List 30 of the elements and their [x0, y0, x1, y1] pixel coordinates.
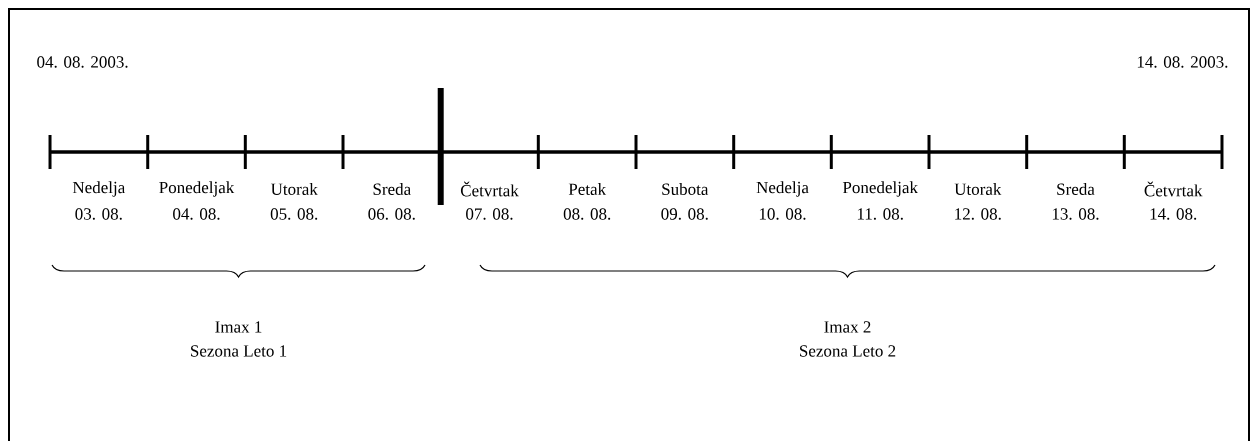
- day-date: 14. 08.: [1150, 208, 1197, 220]
- day-date: 03. 08.: [75, 208, 122, 220]
- day-date: 13. 08.: [1052, 208, 1099, 220]
- day-date: 07. 08.: [466, 208, 513, 220]
- day-date: 12. 08.: [955, 208, 1001, 220]
- day-name: Četvrtak: [460, 181, 519, 197]
- day-date: 11. 08.: [857, 208, 903, 220]
- day-name: Sreda: [373, 183, 411, 195]
- season-name: Sezona Leto 2: [800, 345, 896, 357]
- day-name: Nedelja: [72, 181, 125, 197]
- season-name: Sezona Leto 1: [191, 345, 287, 357]
- end-date: 14. 08. 2003.: [1137, 56, 1228, 68]
- day-name: Sreda: [1057, 183, 1095, 195]
- day-date: 10. 08.: [759, 208, 806, 220]
- day-name: Utorak: [270, 183, 318, 195]
- day-date: 06. 08.: [368, 208, 415, 220]
- group-name: Imax 2: [824, 321, 871, 333]
- day-date: 09. 08.: [661, 208, 708, 220]
- day-name: Ponedeljak: [159, 181, 235, 197]
- day-name: Subota: [662, 183, 709, 195]
- day-name: Ponedeljak: [842, 181, 918, 197]
- group-name: Imax 1: [215, 321, 262, 333]
- day-name: Petak: [568, 183, 607, 195]
- day-date: 08. 08.: [563, 208, 611, 220]
- day-name: Utorak: [954, 183, 1002, 195]
- day-name: Četvrtak: [1144, 181, 1203, 197]
- day-date: 05. 08.: [270, 208, 318, 220]
- start-date: 04. 08. 2003.: [37, 56, 128, 68]
- day-date: 04. 08.: [173, 208, 220, 220]
- day-name: Nedelja: [756, 181, 809, 197]
